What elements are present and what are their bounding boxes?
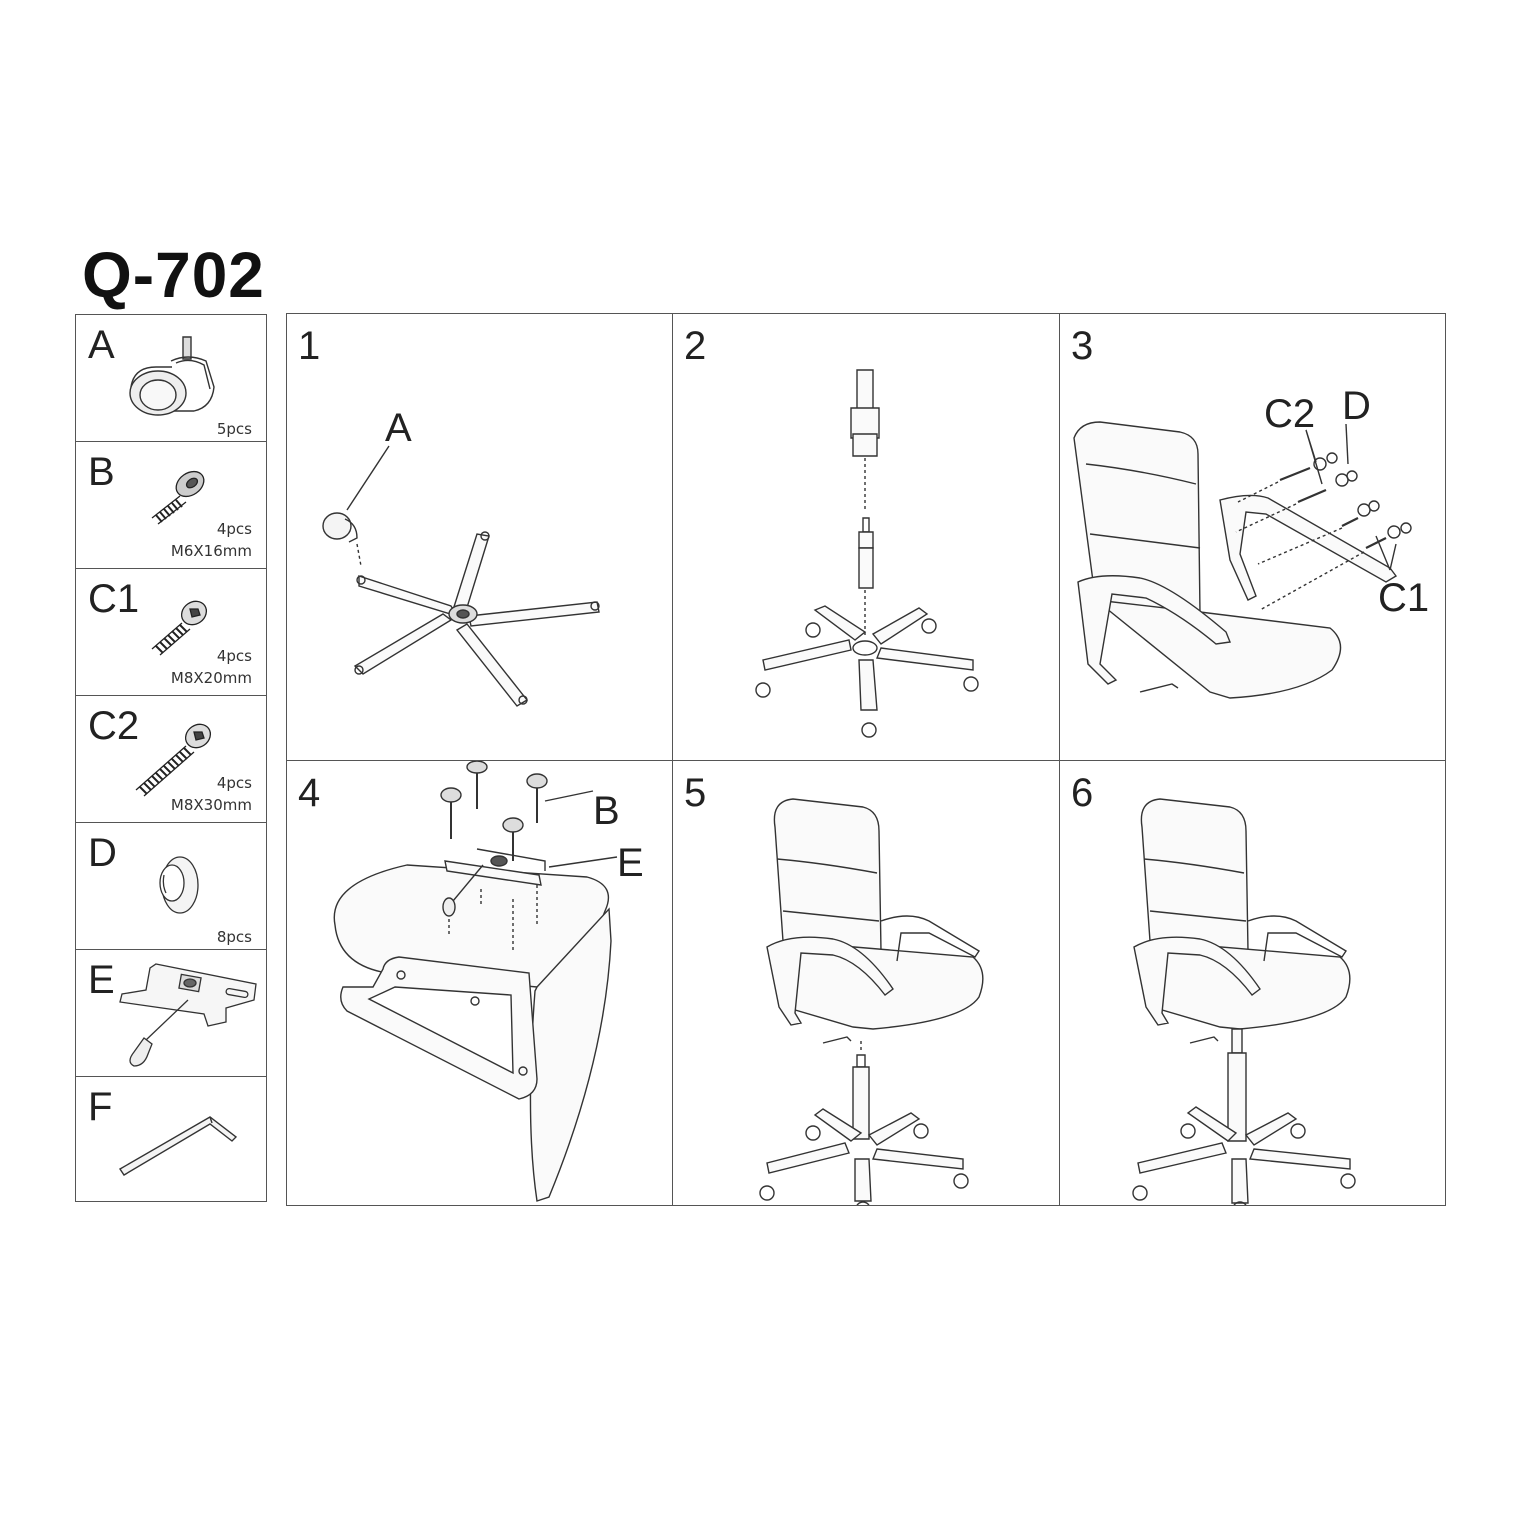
callout-label: C2 [1264, 392, 1316, 436]
finished-chair-diagram [1060, 761, 1446, 1205]
grid-divider [672, 314, 673, 1205]
step-number: 5 [684, 771, 707, 815]
part-qty: 4pcs [216, 647, 252, 665]
step-number: 1 [298, 324, 321, 368]
step-6: 6 [1060, 761, 1446, 1205]
model-title: Q-702 [82, 239, 265, 311]
callout-label: E [617, 841, 644, 885]
hex-bolt-icon [76, 569, 266, 696]
part-d: D 8pcs [76, 823, 266, 950]
grid-divider [287, 760, 1445, 761]
part-f: F [76, 1077, 266, 1203]
assembly-steps: 1 A 2 [286, 313, 1446, 1206]
grid-divider [1059, 314, 1060, 1205]
allen-key-icon [76, 1077, 266, 1203]
part-e: E [76, 950, 266, 1077]
part-qty: 8pcs [216, 928, 252, 946]
part-c2: C2 4pcs M8X30mm [76, 696, 266, 823]
mechanism-plate-icon [76, 950, 266, 1077]
callout-label: C1 [1378, 576, 1430, 620]
part-letter: D [88, 831, 117, 875]
part-size: M8X30mm [170, 796, 252, 814]
part-size: M8X20mm [170, 669, 252, 687]
callout-label: A [385, 406, 412, 450]
caster-wheel-icon [76, 315, 266, 442]
step-number: 4 [298, 771, 321, 815]
step-1: 1 A [287, 314, 672, 760]
callout-label: B [593, 789, 620, 833]
washer-cap-icon [76, 823, 266, 950]
part-c1: C1 4pcs M8X20mm [76, 569, 266, 696]
step-number: 3 [1071, 324, 1094, 368]
step-3: 3 C2 D C1 [1060, 314, 1446, 760]
part-qty: 5pcs [216, 420, 252, 438]
part-b: B 4pcs M6X16mm [76, 442, 266, 569]
part-letter: A [88, 323, 115, 367]
part-qty: 4pcs [216, 520, 252, 538]
part-letter: C1 [88, 577, 140, 621]
part-qty: 4pcs [216, 774, 252, 792]
step-number: 6 [1071, 771, 1094, 815]
bolt-icon [76, 442, 266, 569]
step-2: 2 [673, 314, 1059, 760]
step-5: 5 [673, 761, 1059, 1205]
step-4: 4 B E [287, 761, 672, 1205]
mechanism-install-diagram [287, 761, 672, 1205]
callout-label: D [1342, 384, 1371, 428]
part-letter: C2 [88, 704, 140, 748]
armrest-diagram [1060, 314, 1446, 760]
part-letter: B [88, 450, 115, 494]
part-letter: F [88, 1085, 113, 1129]
base-caster-diagram [287, 314, 672, 760]
gas-lift-diagram [673, 314, 1059, 760]
part-letter: E [88, 958, 115, 1002]
part-a: A 5pcs [76, 315, 266, 442]
part-size: M6X16mm [170, 542, 252, 560]
seat-base-diagram [673, 761, 1059, 1205]
long-hex-bolt-icon [76, 696, 266, 823]
parts-list: A 5pcs B 4pcs M6X16mm [75, 314, 267, 1202]
step-number: 2 [684, 324, 707, 368]
